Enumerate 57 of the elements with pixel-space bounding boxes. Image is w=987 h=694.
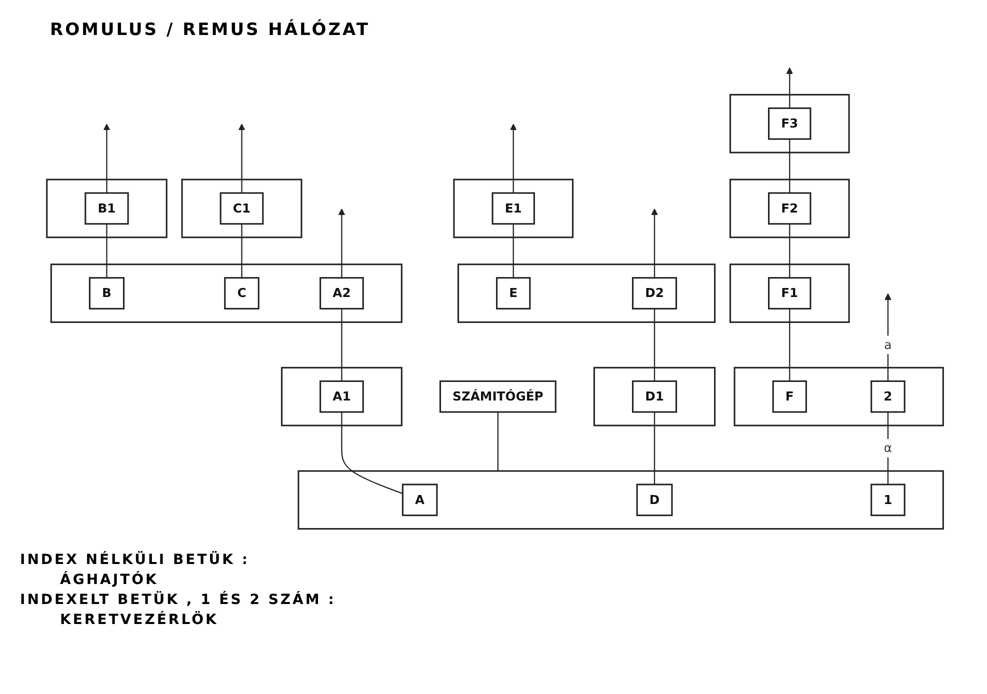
cluster bbox=[729, 94, 850, 154]
arrow bbox=[884, 293, 892, 382]
diagram-title: ROMULUS / REMUS HÁLÓZAT bbox=[50, 20, 370, 40]
cluster bbox=[593, 366, 716, 426]
connector-line bbox=[497, 412, 498, 471]
node-box: F3 bbox=[768, 107, 812, 140]
node-box: D1 bbox=[632, 380, 678, 413]
note-text: INDEXELT BETÜK , 1 ÉS 2 SZÁM : bbox=[20, 592, 336, 608]
node-box: A2 bbox=[320, 277, 364, 310]
note-text: ÁGHAJTÓK bbox=[60, 572, 158, 588]
cluster bbox=[181, 178, 302, 238]
connector-line bbox=[241, 224, 242, 278]
cluster bbox=[729, 178, 850, 238]
node-box: A bbox=[402, 484, 438, 516]
connector-line bbox=[789, 308, 790, 382]
node-box: C bbox=[224, 277, 260, 310]
node-box: B bbox=[88, 277, 125, 310]
connector-line bbox=[654, 412, 656, 484]
node-box: D2 bbox=[632, 277, 678, 310]
connector-line bbox=[341, 308, 342, 382]
connector-line bbox=[341, 412, 403, 494]
cluster bbox=[298, 470, 944, 530]
node-box: E1 bbox=[492, 192, 535, 225]
node-box: A1 bbox=[320, 380, 364, 413]
cluster bbox=[453, 178, 574, 238]
node-box: F2 bbox=[768, 192, 812, 225]
connector-line bbox=[789, 224, 790, 278]
arrow bbox=[786, 67, 794, 108]
cluster bbox=[50, 264, 402, 323]
cluster bbox=[734, 366, 944, 426]
connector-line bbox=[106, 224, 108, 278]
connector-line bbox=[654, 308, 656, 382]
node-box: C1 bbox=[220, 192, 264, 225]
connector-line bbox=[887, 412, 889, 484]
node-box: D bbox=[636, 484, 673, 516]
note-text: INDEX NÉLKÜLI BETÜK : bbox=[20, 552, 250, 568]
node-box: 1 bbox=[870, 484, 906, 516]
connector-line bbox=[512, 224, 514, 278]
arrow bbox=[651, 208, 658, 278]
cluster bbox=[280, 366, 402, 426]
cluster bbox=[46, 178, 168, 238]
arrow bbox=[510, 124, 517, 194]
connector-line bbox=[789, 139, 790, 194]
node-box: F1 bbox=[768, 277, 812, 310]
cluster bbox=[457, 264, 716, 323]
node-box: B1 bbox=[84, 192, 129, 225]
edge-label: a bbox=[884, 337, 892, 352]
edge-label: α bbox=[884, 440, 892, 456]
arrow bbox=[103, 124, 110, 194]
node-box: E bbox=[496, 277, 531, 310]
node-box: 2 bbox=[870, 380, 906, 413]
note-text: KERETVEZÉRLÖK bbox=[60, 612, 218, 628]
node-box: SZÁMITÓGÉP bbox=[439, 380, 556, 413]
arrow bbox=[238, 124, 246, 194]
arrow bbox=[338, 208, 346, 278]
node-box: F bbox=[772, 380, 807, 413]
cluster bbox=[729, 264, 850, 323]
